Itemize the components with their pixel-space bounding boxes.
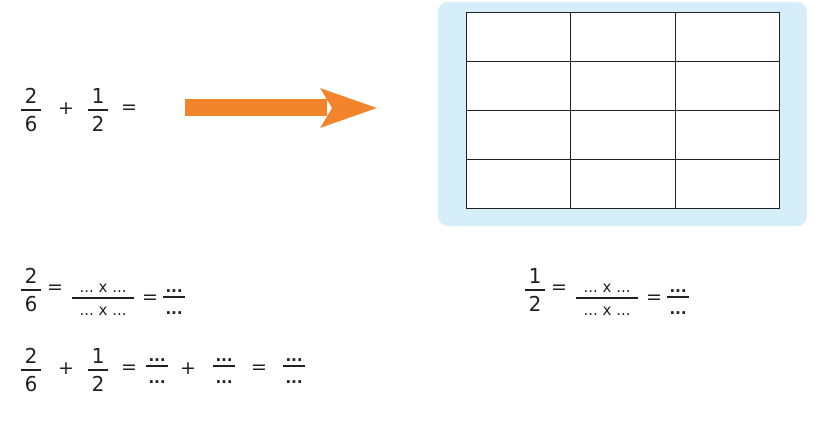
numerator: 2 <box>24 84 38 108</box>
numerator-blank: ... <box>165 278 183 296</box>
numerator-blank: ... x ... <box>583 278 631 296</box>
sum-fraction-1-2: 1 2 <box>88 346 108 394</box>
equals-sign: = <box>142 286 158 308</box>
arrow-shaft <box>185 99 327 116</box>
plus-sign: + <box>58 357 74 379</box>
fraction-bar <box>525 289 545 291</box>
expand-fraction-1-2: 1 2 <box>525 266 545 314</box>
denominator-blank: ... <box>215 369 233 387</box>
numerator: 2 <box>24 344 38 368</box>
blank-fraction-1: ... ... <box>146 349 168 386</box>
grid-cell <box>674 110 781 160</box>
denominator-blank: ... x ... <box>79 300 127 319</box>
blank-fraction-3: ... ... <box>283 349 305 386</box>
grid-cell <box>570 61 676 111</box>
fraction-bar <box>72 297 134 299</box>
denominator-blank: ... x ... <box>583 300 631 319</box>
plus-sign: + <box>180 357 196 379</box>
equals-sign: = <box>551 276 567 298</box>
equals-sign: = <box>251 356 267 378</box>
expand-fraction-2-6: 2 6 <box>21 266 41 314</box>
grid-cell <box>570 159 676 209</box>
numerator-blank: ... <box>148 347 166 365</box>
fraction-bar <box>88 109 108 111</box>
numerator-blank: ... <box>215 347 233 365</box>
grid-cell <box>465 159 572 209</box>
sum-fraction-2-6: 2 6 <box>21 346 41 394</box>
fraction-bar <box>88 369 108 371</box>
fraction-bar <box>21 369 41 371</box>
denominator-blank: ... <box>165 300 183 318</box>
denominator-blank: ... <box>669 300 687 318</box>
grid-cell <box>674 61 781 111</box>
denominator: 2 <box>528 292 542 316</box>
result-fraction: ... ... <box>163 280 185 317</box>
numerator-blank: ... x ... <box>79 278 127 296</box>
grid-row <box>465 12 781 62</box>
blank-fraction-2: ... ... <box>213 349 235 386</box>
fraction-bar <box>146 365 168 367</box>
numerator: 1 <box>528 264 542 288</box>
denominator: 6 <box>24 292 38 316</box>
fraction-bar <box>667 296 689 298</box>
denominator-blank: ... <box>148 369 166 387</box>
fraction-grid <box>465 12 781 209</box>
numerator-blank: ... <box>669 278 687 296</box>
equals-sign: = <box>121 356 137 378</box>
grid-cell <box>465 61 572 111</box>
denominator: 6 <box>24 372 38 396</box>
grid-cell <box>570 110 676 160</box>
equals-sign: = <box>646 286 662 308</box>
grid-cell <box>674 12 781 62</box>
grid-cell <box>465 110 572 160</box>
grid-cell <box>570 12 676 62</box>
numerator-blank: ... <box>285 347 303 365</box>
fraction-bar <box>163 296 185 298</box>
denominator: 2 <box>91 372 105 396</box>
top-fraction-2-6: 2 6 <box>21 86 41 134</box>
arrow-right-icon <box>185 88 377 128</box>
fraction-bar <box>283 365 305 367</box>
grid-cell <box>465 12 572 62</box>
top-fraction-1-2: 1 2 <box>88 86 108 134</box>
plus-sign: + <box>58 97 74 119</box>
numerator: 1 <box>91 84 105 108</box>
equals-sign: = <box>121 96 137 118</box>
denominator: 2 <box>91 112 105 136</box>
grid-row <box>465 61 781 111</box>
denominator: 6 <box>24 112 38 136</box>
fraction-bar <box>21 109 41 111</box>
grid-row <box>465 159 781 209</box>
numerator: 2 <box>24 264 38 288</box>
multiplication-fraction: ... x ... ... x ... <box>576 280 638 318</box>
fraction-bar <box>213 365 235 367</box>
numerator: 1 <box>91 344 105 368</box>
fraction-bar <box>21 289 41 291</box>
result-fraction: ... ... <box>667 280 689 317</box>
fraction-bar <box>576 297 638 299</box>
arrow-head <box>320 88 377 128</box>
denominator-blank: ... <box>285 369 303 387</box>
grid-row <box>465 110 781 160</box>
grid-table <box>465 12 781 209</box>
grid-cell <box>674 159 781 209</box>
multiplication-fraction: ... x ... ... x ... <box>72 280 134 318</box>
equals-sign: = <box>47 276 63 298</box>
